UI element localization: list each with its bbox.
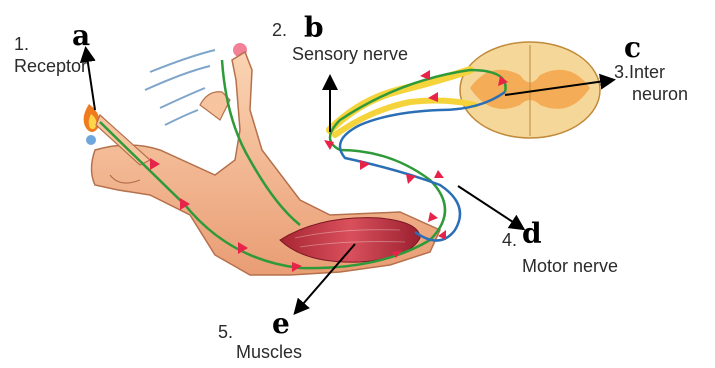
- interneuron-label-line2: neuron: [632, 84, 688, 104]
- sensory-letter: b: [304, 14, 324, 42]
- interneuron-label-line1: 3.Inter: [614, 62, 665, 82]
- sensory-number: 2.: [272, 20, 287, 40]
- muscles-number: 5.: [218, 322, 233, 342]
- motor-number: 4.: [502, 230, 517, 250]
- muscles-letter: e: [272, 310, 290, 338]
- receptor-label: Receptor: [14, 56, 87, 76]
- muscles-label: Muscles: [236, 342, 302, 362]
- motion-lines: [145, 50, 215, 125]
- motor-letter: d: [522, 220, 542, 248]
- sensory-label: Sensory nerve: [292, 44, 408, 64]
- receptor-letter: a: [72, 22, 90, 50]
- interneuron-letter: c: [624, 34, 641, 62]
- receptor-number: 1.: [14, 34, 29, 54]
- motor-label: Motor nerve: [522, 256, 618, 276]
- spinal-cord: [460, 42, 600, 138]
